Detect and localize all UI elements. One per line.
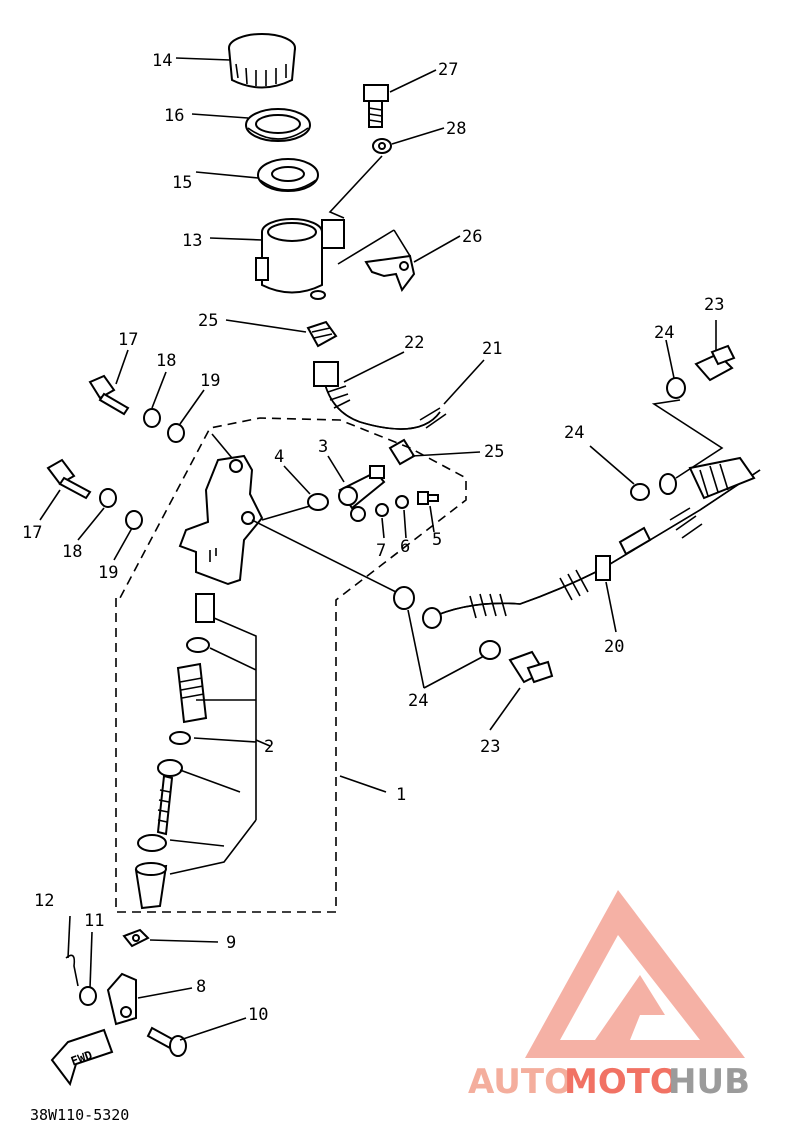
reference-code: 38W110-5320: [30, 1106, 129, 1124]
label-part-25-upper: 25: [198, 311, 218, 331]
cotter-pin-part: [65, 954, 79, 987]
washer-18-upper-part: [143, 408, 161, 428]
label-part-14: 14: [152, 51, 172, 71]
washer-24-middle-part: [630, 483, 650, 501]
screw-5-part: [417, 491, 439, 505]
label-part-12: 12: [34, 891, 54, 911]
bolt-17-upper-part: [88, 374, 130, 416]
reservoir-bracket-part: [364, 254, 416, 293]
diaphragm-plate-part: [257, 158, 319, 192]
clevis-part: [106, 972, 137, 1026]
label-part-21: 21: [482, 339, 502, 359]
washer-6-part: [395, 495, 409, 509]
o-ring-7-part: [375, 503, 389, 517]
part-labels: 14 16 15 13 27 28 26 25 22 21 25 23 24 2…: [22, 51, 724, 1124]
leader-lines: [39, 57, 724, 1041]
cap-4-part: [307, 493, 329, 511]
label-part-17-upper: 17: [118, 330, 138, 350]
washer-19-lower-part: [125, 510, 143, 530]
label-part-24-lower: 24: [408, 691, 428, 711]
bolt-17-lower-part: [46, 458, 92, 500]
washer-19-upper-part: [167, 423, 185, 443]
label-part-26: 26: [462, 227, 482, 247]
hose-joint-part: [338, 465, 386, 522]
washer-24-lower-a-part: [393, 586, 415, 610]
master-cylinder-body-part: [178, 454, 264, 586]
label-part-18-upper: 18: [156, 351, 176, 371]
label-part-17-lower: 17: [22, 523, 42, 543]
label-part-13: 13: [182, 231, 202, 251]
label-part-11: 11: [84, 911, 104, 931]
assembly-outline: [115, 417, 467, 913]
banjo-bolt-23-lower-part: [508, 650, 554, 684]
watermark-hub-text: HUB: [668, 1062, 750, 1102]
label-part-24-upper: 24: [654, 323, 674, 343]
label-part-19-lower: 19: [98, 563, 118, 583]
label-part-6: 6: [400, 537, 410, 557]
label-part-15: 15: [172, 173, 192, 193]
reservoir-bolt-part: [363, 84, 389, 128]
washer-18-lower-part: [99, 488, 117, 508]
reservoir-cap-part: [228, 33, 296, 89]
watermark-moto-text: MOTO: [564, 1062, 679, 1102]
label-part-16: 16: [164, 106, 184, 126]
label-part-18-lower: 18: [62, 542, 82, 562]
circlip-part: [137, 834, 167, 852]
label-part-7: 7: [376, 541, 386, 561]
reservoir-part: [255, 218, 345, 300]
boot-part: [134, 862, 168, 910]
push-rod-part: [156, 759, 183, 836]
watermark-auto-text: AUTO: [468, 1062, 573, 1102]
label-part-23-upper: 23: [704, 295, 724, 315]
label-part-1: 1: [396, 785, 406, 805]
diaphragm-part: [245, 108, 311, 142]
label-part-23-lower: 23: [480, 737, 500, 757]
label-part-10: 10: [248, 1005, 268, 1025]
washer-11-part: [79, 986, 97, 1006]
watermark-logo: AUTO MOTO HUB: [468, 890, 750, 1102]
piston-part: [176, 662, 208, 724]
fwd-label: FWD: [69, 1048, 94, 1069]
hose-clip-lower-part: [388, 438, 416, 466]
washer-24-lower-b-part: [479, 640, 501, 660]
label-part-8: 8: [196, 977, 206, 997]
label-part-9: 9: [226, 933, 236, 953]
banjo-bolt-23-upper-part: [694, 344, 736, 382]
label-part-2: 2: [264, 737, 274, 757]
label-part-22: 22: [404, 333, 424, 353]
reservoir-hose-part: [313, 361, 447, 430]
spring-seat-part: [186, 637, 210, 653]
label-part-27: 27: [438, 60, 458, 80]
cup-part: [169, 731, 191, 745]
pin-10-part: [146, 1026, 187, 1057]
label-part-24-middle: 24: [564, 423, 584, 443]
brake-hose-part: [422, 456, 761, 629]
label-part-5: 5: [432, 530, 442, 550]
label-part-28: 28: [446, 119, 466, 139]
fwd-arrow-icon: [50, 1028, 114, 1087]
hose-clip-upper-part: [306, 320, 338, 348]
washer-24-upper-part: [666, 377, 686, 399]
label-part-4: 4: [274, 447, 284, 467]
spring-part: [195, 593, 215, 623]
label-part-25-lower: 25: [484, 442, 504, 462]
label-part-19-upper: 19: [200, 371, 220, 391]
nut-9-part: [122, 928, 150, 948]
label-part-20: 20: [604, 637, 624, 657]
label-part-3: 3: [318, 437, 328, 457]
washer-28-hole: [378, 142, 386, 150]
